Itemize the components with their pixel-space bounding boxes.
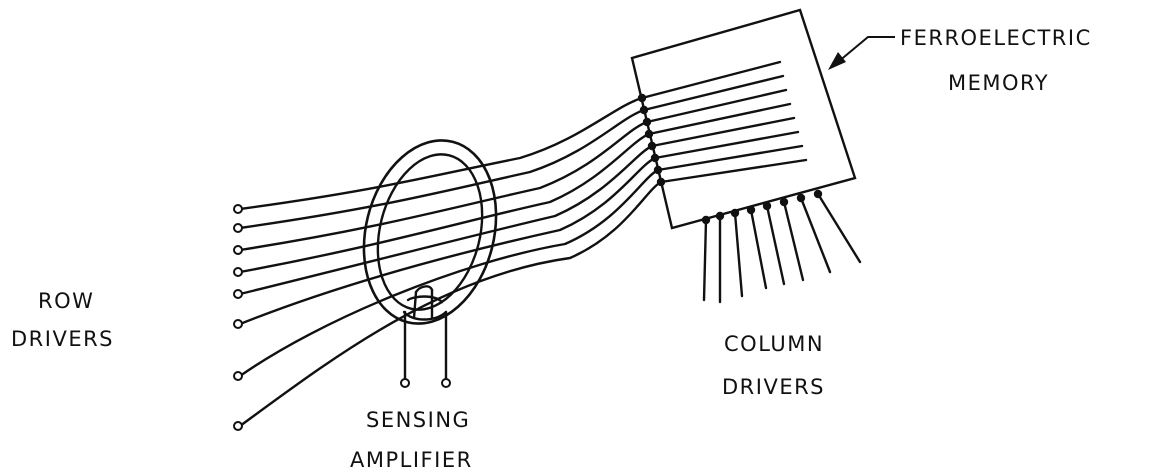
row-drivers-label-line2: DRIVERS: [11, 327, 114, 351]
sensing-amplifier-label-line2: AMPLIFIER: [350, 448, 473, 472]
memory-label-line2: MEMORY: [948, 71, 1049, 95]
column-driver-leads: [702, 192, 862, 304]
amplifier-terminal: [441, 378, 451, 388]
row-driver-terminals: [233, 204, 243, 431]
column-connection-dots: [701, 189, 823, 225]
row-terminal: [233, 223, 243, 233]
sensing-toroid: [362, 139, 498, 325]
row-terminal: [233, 371, 243, 381]
row-terminal: [233, 289, 243, 299]
row-connection-dots: [637, 93, 666, 187]
row-wires: [238, 96, 663, 428]
column-drivers-label-line2: DRIVERS: [722, 375, 825, 399]
row-terminal: [233, 267, 243, 277]
column-electrodes: [640, 60, 808, 184]
row-terminal: [233, 421, 243, 431]
row-terminal: [233, 319, 243, 329]
row-terminal: [233, 245, 243, 255]
memory-pointer-arrowhead: [828, 52, 846, 70]
row-drivers-label-line1: ROW: [38, 289, 94, 313]
sensing-winding: [402, 285, 448, 382]
memory-pointer-line: [837, 36, 895, 63]
sensing-amplifier-label-line1: SENSING: [366, 408, 470, 432]
row-terminal: [233, 204, 243, 214]
column-drivers-label-line1: COLUMN: [724, 332, 824, 356]
memory-label-line1: FERROELECTRIC: [900, 26, 1092, 50]
amplifier-terminal: [400, 378, 410, 388]
